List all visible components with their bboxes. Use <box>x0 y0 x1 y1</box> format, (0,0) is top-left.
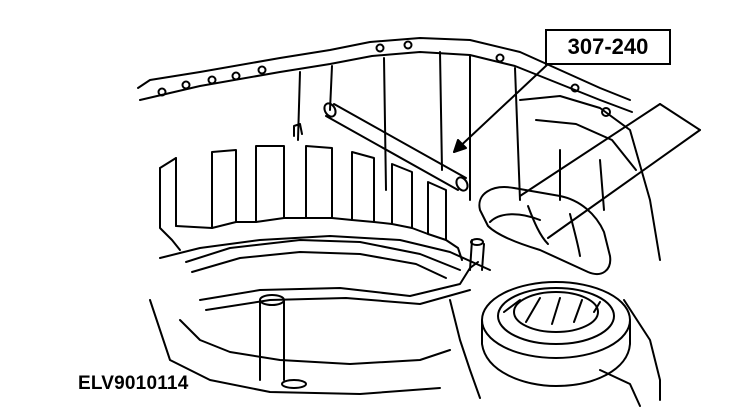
tool-number-label: 307-240 <box>545 29 671 65</box>
figure-id-label: ELV9010114 <box>78 373 189 394</box>
alignment-pin <box>293 123 485 271</box>
clutch-hub <box>159 145 479 311</box>
transmission-case <box>137 37 661 399</box>
callout-leader <box>453 63 549 153</box>
bearing-race <box>481 281 631 387</box>
hammer <box>478 103 701 275</box>
center-post <box>259 294 307 389</box>
drift-tool <box>323 102 469 192</box>
case-boss <box>599 299 661 407</box>
